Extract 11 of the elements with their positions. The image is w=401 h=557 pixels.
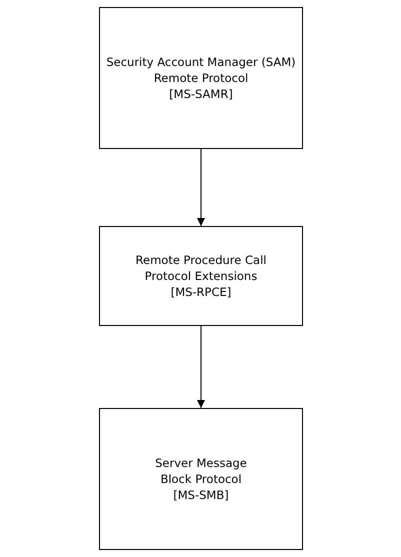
spec-reference: [MS-RPCE]	[170, 284, 232, 300]
spec-reference: [MS-SMB]	[173, 487, 229, 503]
spec-reference: [MS-SAMR]	[169, 86, 233, 102]
process-box	[99, 7, 303, 149]
process-box	[99, 226, 303, 326]
arrow	[197, 326, 205, 408]
protocol-name: Remote Procedure Call Protocol Extensions	[134, 252, 268, 284]
arrow	[197, 148, 205, 226]
protocol-name: Server Message Block Protocol	[154, 455, 248, 487]
protocol-name: Security Account Manager (SAM) Remote Protocol	[105, 54, 297, 86]
process-box	[99, 408, 303, 550]
